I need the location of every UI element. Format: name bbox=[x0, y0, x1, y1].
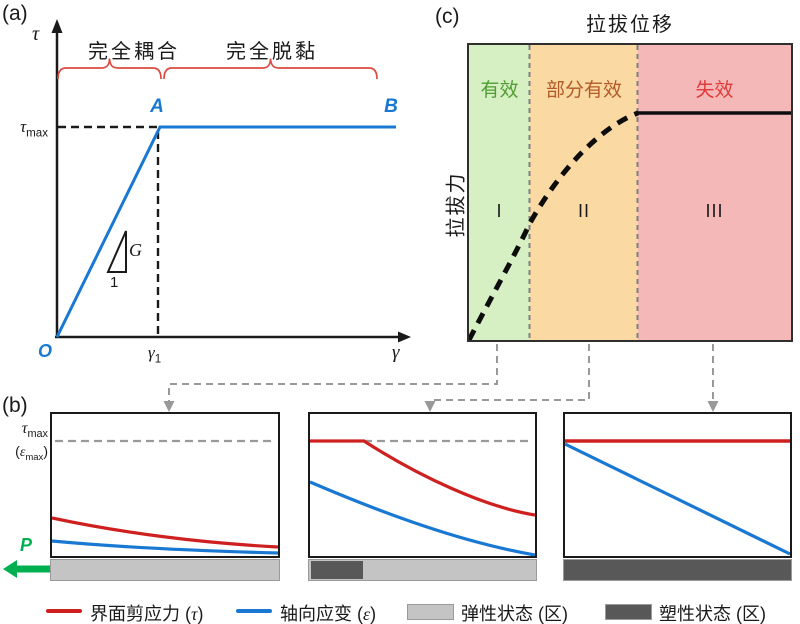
down-arrow-icon bbox=[163, 401, 175, 412]
legend-blue-line-swatch bbox=[236, 609, 272, 613]
stage3-distribution-panel bbox=[563, 412, 792, 558]
legend-plastic-swatch bbox=[605, 604, 652, 620]
zone-failed bbox=[638, 45, 791, 340]
stage2-curves bbox=[310, 439, 535, 556]
eps-max-axis-label: (εmax) bbox=[15, 443, 48, 463]
point-b-label: B bbox=[384, 96, 398, 117]
y-axis-arrow-icon bbox=[51, 19, 63, 33]
stage-2-numeral: II bbox=[577, 201, 590, 221]
panel-a-plot bbox=[51, 19, 411, 343]
panel-c-title: 拉拔位移 bbox=[586, 14, 674, 36]
stage-1-numeral: I bbox=[496, 201, 503, 221]
legend-elastic-state: 弹性状态 (区) bbox=[461, 604, 568, 624]
pullout-curve-canvas bbox=[469, 45, 791, 340]
zone-effective bbox=[469, 45, 530, 340]
x-axis-symbol: γ bbox=[392, 342, 400, 363]
legend-plastic-state: 塑性状态 (区) bbox=[659, 604, 766, 624]
stage2-distribution-panel bbox=[308, 412, 537, 558]
panel-b-label: (b) bbox=[2, 394, 28, 417]
pull-load-label: P bbox=[20, 535, 33, 555]
origin-label: O bbox=[37, 341, 52, 361]
shear-stress-curve bbox=[310, 439, 535, 517]
stage2-state-bar bbox=[308, 559, 537, 581]
shear-stress-curve bbox=[52, 516, 278, 549]
y-axis-symbol: τ bbox=[32, 23, 40, 45]
x-axis-arrow-icon bbox=[398, 331, 411, 343]
gamma1-label: γ1 bbox=[148, 343, 162, 366]
brace-debonded bbox=[163, 58, 378, 80]
point-a-label: A bbox=[150, 96, 164, 117]
stage1-distribution-panel bbox=[50, 412, 280, 558]
slope-triangle bbox=[106, 230, 127, 273]
stage2-plastic-segment bbox=[311, 561, 363, 579]
pullout-curve-panel: 有效 部分有效 失效 I II III bbox=[467, 43, 793, 342]
panel-c-label: (c) bbox=[435, 5, 460, 28]
brace-coupled bbox=[57, 58, 162, 80]
axial-strain-curve bbox=[310, 480, 535, 556]
zone-partial-label: 部分有效 bbox=[545, 80, 622, 101]
tau-max-axis-label: τmax bbox=[21, 420, 48, 441]
shear-slip-curve bbox=[55, 125, 396, 338]
legend-red-line-swatch bbox=[46, 609, 82, 613]
zone-failed-label: 失效 bbox=[695, 80, 734, 101]
legend-elastic-swatch bbox=[407, 604, 454, 620]
zone-effective-label: 有效 bbox=[480, 80, 519, 101]
tau-max-label: τmax bbox=[20, 117, 48, 140]
panel-a-label: (a) bbox=[2, 2, 28, 25]
stage3-plastic-zone-bar bbox=[563, 559, 792, 581]
down-arrow-icon bbox=[707, 401, 719, 412]
connector-line-zone2 bbox=[429, 344, 590, 402]
slope-g-label: G bbox=[129, 240, 142, 260]
stage3-curves bbox=[565, 439, 790, 556]
legend-axial-strain: 轴向应变 (ε) bbox=[280, 604, 377, 624]
stage1-elastic-zone-bar bbox=[50, 559, 280, 581]
pull-force-arrow-icon bbox=[3, 560, 50, 578]
stage1-curves bbox=[52, 439, 278, 555]
axial-strain-curve bbox=[52, 539, 278, 555]
axial-strain-curve bbox=[565, 442, 790, 556]
stage-3-numeral: III bbox=[705, 201, 724, 221]
down-arrow-icon bbox=[424, 401, 436, 412]
legend-shear-stress: 界面剪应力 (τ) bbox=[90, 604, 204, 624]
pullout-force-curve-dashed bbox=[469, 110, 639, 340]
zone-partially-effective bbox=[530, 45, 638, 340]
region-label-coupled: 完全耦合 bbox=[88, 41, 180, 63]
panel-c-ylabel: 拉拔力 bbox=[445, 171, 468, 238]
slope-unit-label: 1 bbox=[110, 274, 119, 291]
region-label-debonded: 完全脱黏 bbox=[226, 41, 318, 63]
